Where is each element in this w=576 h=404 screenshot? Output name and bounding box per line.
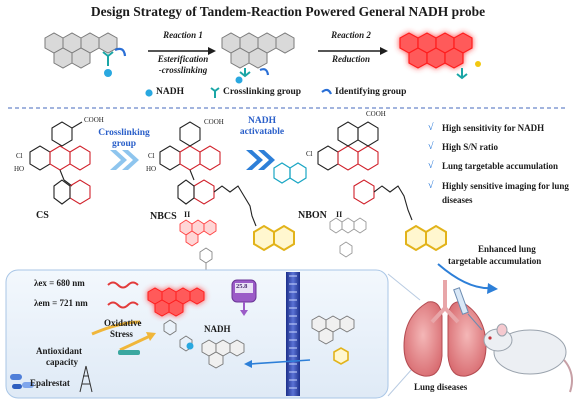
quinoline-blue: [273, 162, 307, 184]
enhanced-arrow-head: [487, 283, 498, 294]
nadh-dot-attached: [235, 76, 243, 84]
meter-value: 25.8: [236, 283, 248, 290]
reaction-1-sub-line1: Esterification: [157, 54, 209, 64]
epalrestat-label: Epalrestat: [30, 378, 70, 388]
enhanced-line1: Enhanced lung: [478, 244, 536, 254]
arrow-head-2: [380, 47, 388, 55]
legend-crosslinking-label: Crosslinking group: [223, 87, 302, 97]
check-2: √: [428, 141, 434, 152]
nadh-dot: [104, 69, 112, 77]
lung-illustration: [403, 280, 487, 377]
nadh-panel-label: NADH: [204, 324, 231, 334]
yellow-benzo-2: [405, 224, 447, 252]
emission-wave-icon: [107, 301, 139, 309]
step-crosslinking-line1: Crosslinking: [98, 128, 150, 138]
reaction-1-label: Reaction 1: [163, 30, 203, 40]
nbon-structure: [317, 121, 413, 221]
oxidative-line1: Oxidative: [104, 318, 142, 328]
legend-identifying-label: Identifying group: [335, 87, 407, 97]
nbcs-roman: II: [184, 210, 191, 219]
lambda-ex: λex = 680 nm: [34, 278, 85, 288]
pathway-arrow-nadh: [91, 320, 141, 336]
cs-cooh: COOH: [84, 116, 104, 124]
cell-membrane: [286, 272, 300, 396]
influx-arrow-head: [244, 360, 252, 368]
feature-4: Highly sensitive imaging for lung: [442, 181, 569, 191]
identifying-attached: [259, 68, 270, 76]
chevron-arrow-1: [110, 150, 139, 170]
nbcs-cooh: COOH: [204, 118, 224, 126]
pathway-arrow-oxidative-head: [146, 332, 156, 341]
check-1: √: [428, 122, 434, 133]
pathway-arrow-oxidative: [119, 334, 151, 352]
membrane-lipids: [289, 275, 297, 389]
enhanced-line2: targetable accumulation: [448, 256, 542, 266]
meter-screen: [235, 283, 253, 293]
red-fluorescent-acene: [399, 32, 473, 69]
feature-2: High S/N ratio: [442, 142, 499, 152]
check-4: √: [428, 180, 434, 191]
lung-diseases-label: Lung diseases: [414, 382, 468, 392]
excitation-wave-icon: [107, 281, 139, 289]
legend-crosslink-glyph: [210, 87, 220, 98]
gray-acene-molecule: [44, 32, 118, 69]
lambda-em: λem = 721 nm: [34, 298, 88, 308]
cs-label: CS: [36, 210, 49, 221]
check-3: √: [428, 160, 434, 171]
nadh-dot-panel: [186, 342, 194, 350]
oxidative-stress-bar: [118, 350, 140, 355]
feature-4-cont: diseases: [442, 195, 473, 205]
reaction-2-label: Reaction 2: [331, 30, 371, 40]
crosslink-attached: [239, 68, 251, 78]
yellow-benzo-3: [333, 347, 349, 365]
nbcs-cl: Cl: [148, 152, 155, 160]
small-red-acene-1: [179, 219, 217, 247]
arrow-head-1: [208, 47, 216, 55]
legend-identify-glyph: [321, 88, 333, 95]
mouse-illustration: [483, 323, 573, 393]
yellow-cap: [475, 61, 481, 67]
legend-nadh-label: NADH: [156, 87, 184, 97]
nbon-roman: II: [336, 210, 343, 219]
nbon-label: NBON: [298, 210, 327, 221]
feature-1: High sensitivity for NADH: [442, 123, 545, 133]
cs-structure: [29, 121, 91, 205]
feature-3: Lung targetable accumulation: [442, 161, 558, 171]
step-crosslinking-line2: group: [111, 139, 137, 149]
red-product-panel: [147, 287, 205, 317]
reaction-1-sub-line2: -crosslinking: [158, 65, 208, 75]
nbcs-structure: [159, 121, 295, 251]
tower-icon: [79, 365, 93, 393]
crosslink-red: [456, 68, 468, 80]
nbcs-ho: HO: [146, 165, 157, 173]
influx-arrow: [249, 359, 311, 365]
meter-arrow-head: [240, 310, 248, 316]
small-gray-fragment-1: [199, 247, 213, 272]
step-nadh-line2: activatable: [239, 127, 285, 137]
nbon-cooh: COOH: [366, 110, 386, 118]
cs-cl: Cl: [16, 152, 23, 160]
yellow-benzo-1: [253, 224, 295, 252]
syringe-illustration: [453, 287, 483, 331]
crosslink-group-glyph: [102, 51, 114, 66]
pill-icons: [10, 374, 34, 389]
probe-panel: [201, 339, 245, 369]
legend-nadh-dot: [145, 89, 153, 97]
step-nadh-line1: NADH: [248, 116, 276, 126]
nbcs-label: NBCS: [150, 211, 177, 222]
probe-outside: [311, 315, 355, 345]
chevron-arrow-2: [246, 150, 275, 170]
small-gray-fragment-2: [329, 217, 367, 258]
oxidative-line2: Stress: [110, 329, 133, 339]
reaction-2-sub: Reduction: [331, 54, 370, 64]
cs-ho: HO: [14, 165, 25, 173]
antioxidant-line1: Antioxidant: [36, 346, 83, 356]
identifying-group-glyph: [114, 47, 127, 57]
nbon-cl: Cl: [306, 150, 313, 158]
figure-title: Design Strategy of Tandem-Reaction Power…: [90, 4, 486, 19]
gray-acene-molecule-2: [221, 32, 295, 69]
antioxidant-line2: capacity: [46, 357, 78, 367]
